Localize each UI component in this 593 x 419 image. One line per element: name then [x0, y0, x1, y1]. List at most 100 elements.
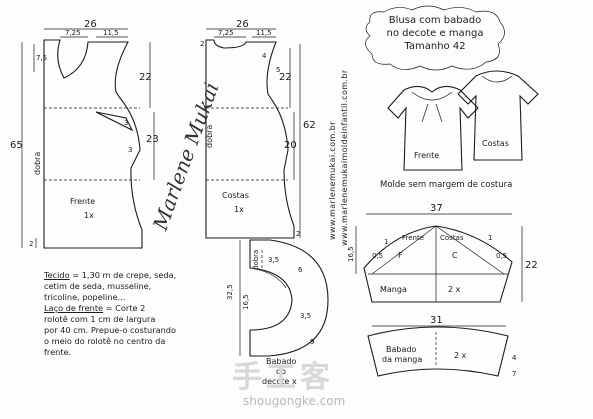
sleeve-front-label: Frente: [402, 234, 424, 242]
back-top-left-label: 7,25: [218, 29, 234, 37]
notes-fabric-label: Tecido: [44, 270, 70, 280]
front-dart-line: [95, 111, 133, 131]
front-dart-a-label: 3: [124, 119, 128, 127]
collar-m2-label: 16,5: [242, 294, 250, 310]
back-width-label: 26: [236, 19, 249, 30]
collar-m4-label: 6: [298, 266, 303, 274]
front-side-mid-label: 23: [146, 134, 159, 145]
front-count-label: 1x: [84, 211, 94, 220]
collar-ruffle-piece: [239, 239, 329, 357]
sleeve-total-label: 22: [525, 260, 538, 271]
sleeve-ruffle-piece: [367, 325, 509, 377]
front-hem-label: 2: [29, 240, 33, 248]
collar-name-line2: do: [276, 367, 286, 376]
sleeve-front-mark: F: [398, 251, 403, 260]
back-side-mid-label: 20: [284, 140, 297, 151]
notes-line-2: cetim de seda, musseline,: [44, 281, 152, 291]
sleeve-back-label: Costas: [440, 234, 464, 242]
back-length-label: 62: [303, 120, 316, 131]
front-neck-label: 7,5: [36, 54, 47, 62]
back-outline: [205, 39, 295, 239]
collar-m1-label: 32,5: [226, 284, 234, 300]
pattern-title: Blusa com babado no decote e manga Taman…: [366, 14, 504, 53]
illustration-back-label: Costas: [482, 139, 509, 148]
collar-m5-label: 3,5: [300, 312, 311, 320]
sleeve-count-label: 2 x: [448, 285, 461, 294]
back-fold-label: dobra: [205, 125, 214, 148]
notes-fabric-text: = 1,30 m de crepe, seda,: [69, 270, 177, 280]
title-line-3: Tamanho 42: [404, 41, 466, 52]
notes-line-7: o meio do rolotê no centro da: [44, 336, 166, 346]
front-neckline: [44, 39, 65, 79]
sleeve-curve-d: 0,5: [496, 252, 507, 260]
notes-line-4: Laço de frente = Corte 2: [44, 303, 214, 314]
sleeve-name-label: Manga: [380, 285, 407, 294]
front-dart-b-label: 3: [128, 146, 132, 154]
sleeve-ruffle-count: 2 x: [454, 351, 467, 360]
pattern-subtitle: Molde sem margem de costura: [380, 180, 513, 190]
sleeve-cap-left-label: 16,5: [347, 246, 355, 262]
notes-bow-label: Laço de frente: [44, 303, 104, 313]
collar-name-line1: Babado: [266, 357, 296, 366]
blouse-back-illustration: [457, 70, 539, 161]
sleeve-piece: [355, 213, 523, 303]
sleeve-ruffle-outline: [367, 326, 509, 377]
front-blouse-collar: [411, 91, 453, 101]
front-name-label: Frente: [70, 197, 95, 206]
title-line-1: Blusa com babado: [388, 15, 482, 26]
collar-inner-curve: [249, 267, 287, 289]
collar-outline: [249, 239, 329, 357]
sleeve-front-diag: [371, 225, 437, 275]
back-small-a-label: 2: [200, 40, 204, 48]
back-piece: [205, 28, 301, 239]
front-top-right-label: 11,5: [103, 29, 119, 37]
sleeve-curve-a: 1: [384, 238, 388, 246]
website-url-1: www.marlenemukai.com.br: [328, 121, 337, 240]
back-blouse-body: [457, 70, 539, 161]
collar-count-label: x: [292, 377, 297, 386]
notes-bow-text: = Corte 2: [103, 303, 146, 313]
notes-line-3: tricoline, popeline...: [44, 292, 126, 302]
back-top-right-label: 11,5: [256, 29, 272, 37]
sleeve-width-label: 37: [430, 203, 443, 214]
collar-fold-label: dobra: [252, 250, 260, 270]
back-name-label: Costas: [222, 191, 249, 200]
front-length-label: 65: [10, 140, 23, 151]
collar-m6-label: 9: [310, 338, 314, 346]
front-side-top-label: 22: [139, 72, 152, 83]
back-blouse-collar: [481, 75, 513, 83]
sleeve-curve-c: 1: [488, 234, 492, 242]
notes-line-8: frente.: [44, 347, 72, 357]
notes-line-1: Tecido = 1,30 m de crepe, seda,: [44, 270, 214, 281]
blouse-front-illustration: [387, 85, 479, 171]
front-blouse-bow: [421, 103, 443, 123]
sleeve-ruffle-small-label: 7: [512, 370, 516, 378]
back-shoulder-label: 5: [276, 66, 280, 74]
front-width-label: 26: [84, 19, 97, 30]
back-small-b-label: 4: [262, 52, 267, 60]
sleeve-center-mark: C: [452, 251, 458, 260]
front-fold-label: dobra: [33, 152, 42, 175]
collar-m3-label: 3,5: [268, 256, 279, 264]
back-side-top-label: 22: [279, 72, 292, 83]
collar-name-line3: decote: [262, 377, 289, 386]
front-piece: [21, 28, 155, 249]
watermark-site: shougongke.com: [243, 394, 346, 408]
illustration-front-label: Frente: [414, 151, 439, 160]
notes-line-5: rolotê com 1 cm de largura: [44, 314, 156, 324]
back-count-label: 1x: [234, 205, 244, 214]
front-top-left-label: 7,25: [65, 29, 81, 37]
sleeve-ruffle-height-label: 4: [512, 354, 517, 362]
website-url-2: www.marlenemukaimoldeinfantil.com.br: [340, 69, 349, 246]
sleeve-ruffle-width-label: 31: [430, 315, 443, 326]
watermark-chinese: 手工客: [232, 360, 334, 395]
sleeve-ruffle-name-1: Babado: [386, 345, 416, 354]
front-blouse-body: [387, 85, 479, 171]
sleeve-ruffle-name-2: da manga: [382, 355, 422, 364]
back-hem-label: 2: [296, 230, 300, 238]
instructions-notes: Tecido = 1,30 m de crepe, seda, cetim de…: [44, 270, 214, 358]
notes-line-6: por 40 cm. Prepue-o costurando: [44, 325, 176, 335]
title-line-2: no decote e manga: [386, 28, 484, 39]
